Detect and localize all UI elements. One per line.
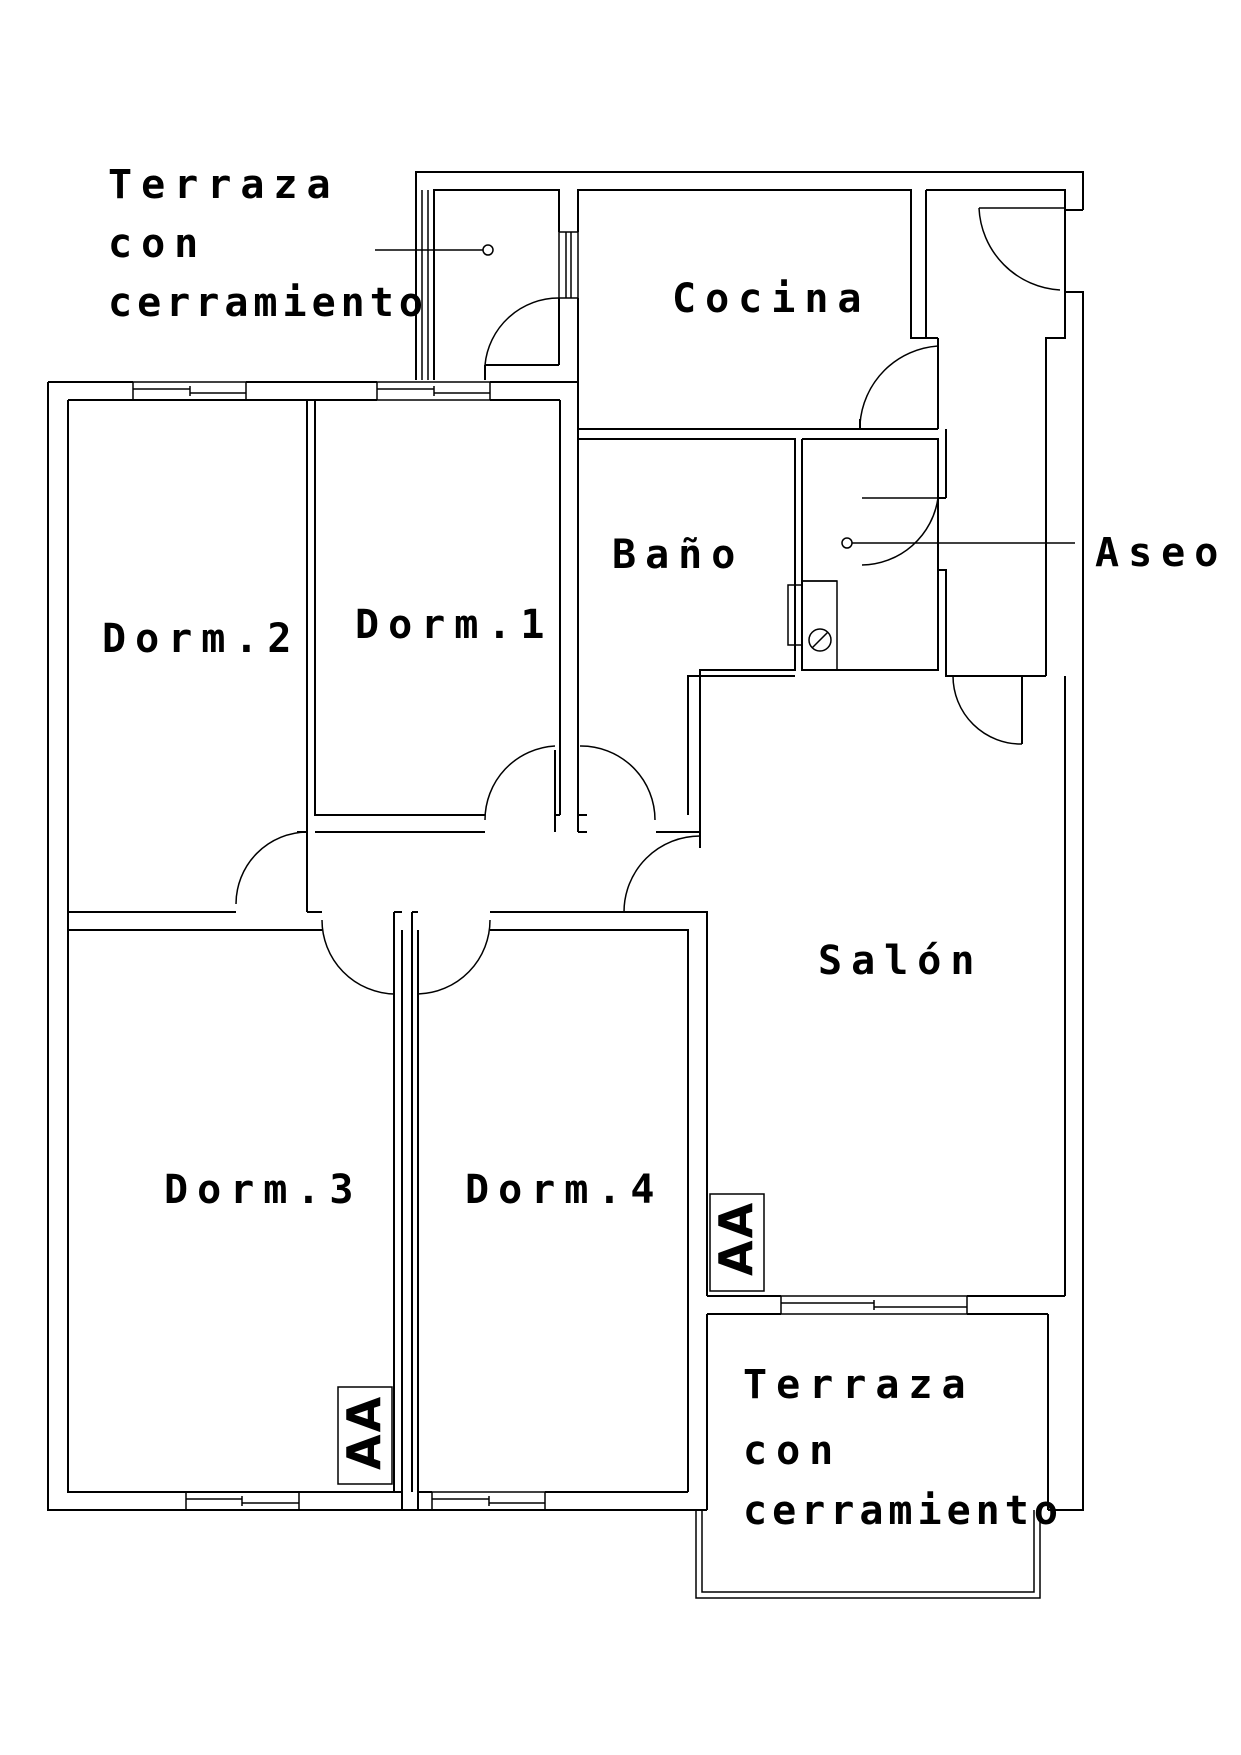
windows	[132, 231, 968, 1511]
window-salon	[780, 1295, 968, 1315]
label-dorm3: Dorm.3	[164, 1167, 363, 1213]
door-dorm4	[417, 919, 491, 995]
window-dorm4	[431, 1491, 546, 1511]
window-dorm3	[185, 1491, 300, 1511]
boiler-unit	[801, 580, 838, 671]
ac-marker-dorm3: AA	[337, 1386, 393, 1485]
window-dorm2	[132, 381, 247, 401]
label-salon: Salón	[818, 938, 983, 984]
door-dorm1	[484, 745, 556, 832]
door-entrance	[978, 207, 1066, 292]
label-terraza-top-line3: cerramiento	[108, 280, 428, 326]
door-dorm3	[321, 919, 395, 995]
exterior-walls	[47, 171, 1084, 1511]
label-dorm4: Dorm.4	[465, 1167, 664, 1213]
label-aseo: Aseo	[1095, 530, 1227, 576]
door-dorm2	[235, 831, 308, 912]
room-labels: Terraza con cerramiento Cocina Baño Aseo…	[102, 162, 1227, 1534]
circle-slash-icon	[808, 628, 832, 652]
window-kitchen-terrace	[558, 231, 579, 299]
window-bano	[787, 584, 803, 646]
label-terraza-bottom-line3: cerramiento	[743, 1488, 1063, 1534]
terrace-railing-bottom	[695, 1510, 1041, 1599]
label-terraza-top-line2: con	[108, 221, 207, 267]
door-corridor-salon	[952, 675, 1030, 745]
leader-aseo	[841, 537, 1075, 549]
door-aseo	[861, 497, 939, 570]
door-kitchen-corridor	[859, 338, 939, 429]
terrace-railing-top	[421, 190, 429, 380]
leader-terraza-top	[375, 244, 494, 256]
door-terrace-kitchen	[484, 297, 579, 382]
window-dorm1	[376, 381, 491, 401]
label-terraza-bottom-line2: con	[743, 1428, 842, 1474]
label-terraza-bottom-line1: Terraza	[743, 1362, 975, 1408]
door-hall-salon	[623, 832, 701, 913]
label-dorm1: Dorm.1	[355, 602, 554, 648]
ac-label-salon: AA	[709, 1201, 763, 1276]
label-cocina: Cocina	[672, 276, 871, 322]
label-dorm2: Dorm.2	[102, 616, 301, 662]
ac-label-dorm3: AA	[337, 1395, 391, 1470]
door-bano	[577, 745, 656, 832]
doors	[235, 207, 1066, 995]
label-terraza-top-line1: Terraza	[108, 162, 340, 208]
ac-marker-salon: AA	[709, 1193, 765, 1292]
label-bano: Baño	[612, 532, 744, 578]
